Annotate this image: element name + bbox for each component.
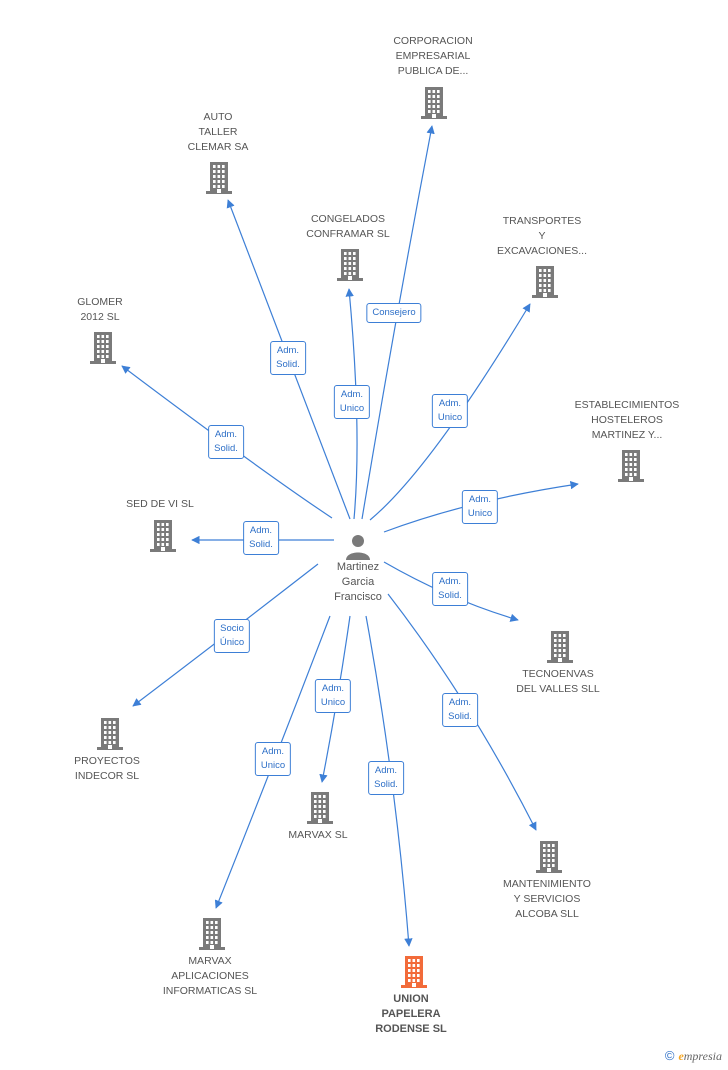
relation-label[interactable]: Adm. Solid. [270,341,306,375]
company-name: PROYECTOS INDECOR SL [74,755,140,782]
building-icon [547,631,573,663]
company-name: ESTABLECIMIENTOS HOSTELEROS MARTINEZ Y..… [574,399,680,441]
company-name: TRANSPORTES Y EXCAVACIONES... [496,215,588,257]
relation-label[interactable]: Socio Único [213,619,251,653]
company-node[interactable]: MARVAX SL [243,828,393,843]
building-icon [206,162,232,194]
company-name: CORPORACION EMPRESARIAL PUBLICA DE... [393,35,473,77]
building-icon [90,332,116,364]
relation-label[interactable]: Adm. Solid. [432,572,468,606]
relation-label[interactable]: Adm. Unico [431,394,469,428]
building-icon [150,520,176,552]
company-node[interactable]: TECNOENVAS DEL VALLES SLL [483,667,633,697]
relation-label[interactable]: Adm. Solid. [243,521,279,555]
company-name: MANTENIMIENTO Y SERVICIOS ALCOBA SLL [503,878,591,920]
person-name: Martinez Garcia Francisco [334,561,382,603]
building-icon-highlighted [401,956,427,988]
company-name: TECNOENVAS DEL VALLES SLL [516,668,600,695]
building-icon [199,918,225,950]
relation-label[interactable]: Adm. Unico [333,385,371,419]
company-node[interactable]: AUTO TALLER CLEMAR SA [143,110,293,155]
building-icon [337,249,363,281]
company-node[interactable]: MANTENIMIENTO Y SERVICIOS ALCOBA SLL [472,877,622,922]
company-name: AUTO TALLER CLEMAR SA [187,111,249,153]
company-node-highlighted[interactable]: UNION PAPELERA RODENSE SL [336,992,486,1037]
relation-edge [369,303,531,521]
relation-label[interactable]: Consejero [366,303,422,323]
company-name: GLOMER 2012 SL [77,296,123,323]
relation-label[interactable]: Adm. Unico [461,490,499,524]
company-name: UNION PAPELERA RODENSE SL [375,993,447,1035]
company-node[interactable]: SED DE VI SL [85,497,235,512]
person-icon [346,535,370,560]
company-name: CONGELADOS CONFRAMAR SL [306,213,390,240]
footer-brand: ©empresia [665,1048,722,1064]
building-icon [536,841,562,873]
company-name: MARVAX APLICACIONES INFORMATICAS SL [162,955,258,997]
company-name: MARVAX SL [288,829,348,841]
building-icon [421,87,447,119]
building-icon [618,450,644,482]
company-node[interactable]: MARVAX APLICACIONES INFORMATICAS SL [135,954,285,999]
relation-label[interactable]: Adm. Solid. [208,425,244,459]
relation-label[interactable]: Adm. Unico [314,679,352,713]
company-node[interactable]: GLOMER 2012 SL [25,295,175,325]
company-node[interactable]: PROYECTOS INDECOR SL [32,754,182,784]
company-node[interactable]: TRANSPORTES Y EXCAVACIONES... [467,214,617,259]
copyright-icon: © [664,1048,675,1063]
company-name: SED DE VI SL [126,498,194,510]
relation-label[interactable]: Adm. Solid. [442,693,478,727]
company-node[interactable]: CONGELADOS CONFRAMAR SL [273,212,423,242]
building-icon [307,792,333,824]
company-node[interactable]: ESTABLECIMIENTOS HOSTELEROS MARTINEZ Y..… [552,398,702,443]
company-node[interactable]: CORPORACION EMPRESARIAL PUBLICA DE... [358,34,508,79]
building-icon [532,266,558,298]
relation-label[interactable]: Adm. Unico [254,742,292,776]
brand-e: e [678,1049,684,1063]
person-node[interactable]: Martinez Garcia Francisco [308,532,408,605]
building-icon [97,718,123,750]
brand-name: mpresia [683,1049,722,1063]
relation-label[interactable]: Adm. Solid. [368,761,404,795]
